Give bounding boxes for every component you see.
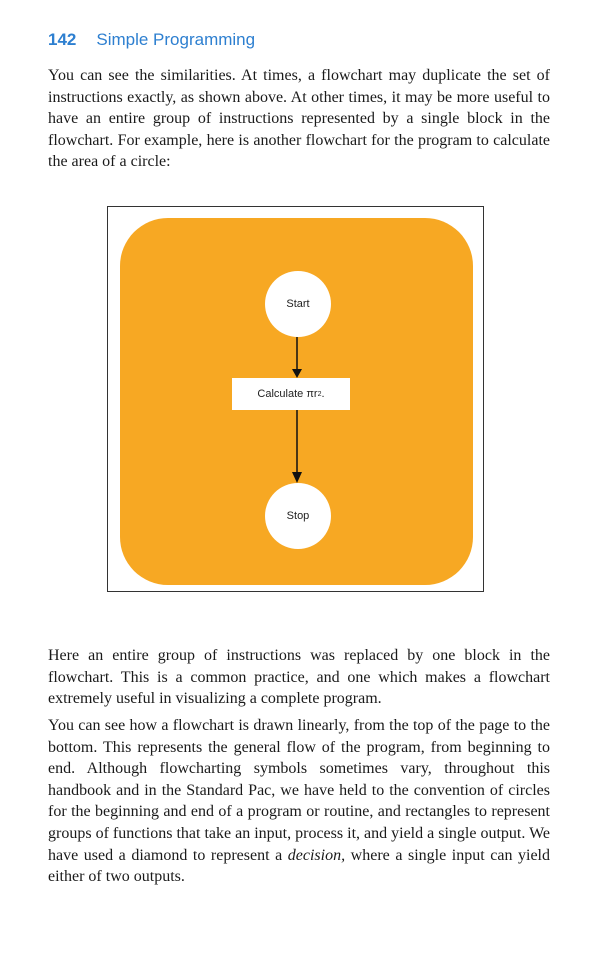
conventions-text-before: You can see how a flowchart is drawn lin… <box>48 717 550 864</box>
decision-emphasis: decision, <box>287 846 346 864</box>
start-circle: Start <box>265 271 331 337</box>
explanation-paragraph: Here an entire group of instructions was… <box>48 647 550 708</box>
start-label: Start <box>286 298 310 310</box>
process-label-text: Calculate πr <box>257 388 318 400</box>
arrowhead-process-to-stop <box>292 472 302 483</box>
intro-paragraph: You can see the similarities. At times, … <box>48 67 550 171</box>
stop-label: Stop <box>286 510 310 522</box>
flowchart-arrows <box>292 337 302 483</box>
process-label-exponent: 2 <box>317 390 322 398</box>
page-number: 142 <box>48 30 77 49</box>
process-label-period: . <box>321 388 325 400</box>
running-header: 142 Simple Programming <box>48 30 255 50</box>
stop-circle: Stop <box>265 483 331 549</box>
chapter-title: Simple Programming <box>96 30 256 49</box>
conventions-text-after: where a single input can yield either of… <box>48 846 550 886</box>
arrowhead-start-to-process <box>292 369 302 378</box>
conventions-paragraph: You can see how a flowchart is drawn lin… <box>48 715 550 888</box>
